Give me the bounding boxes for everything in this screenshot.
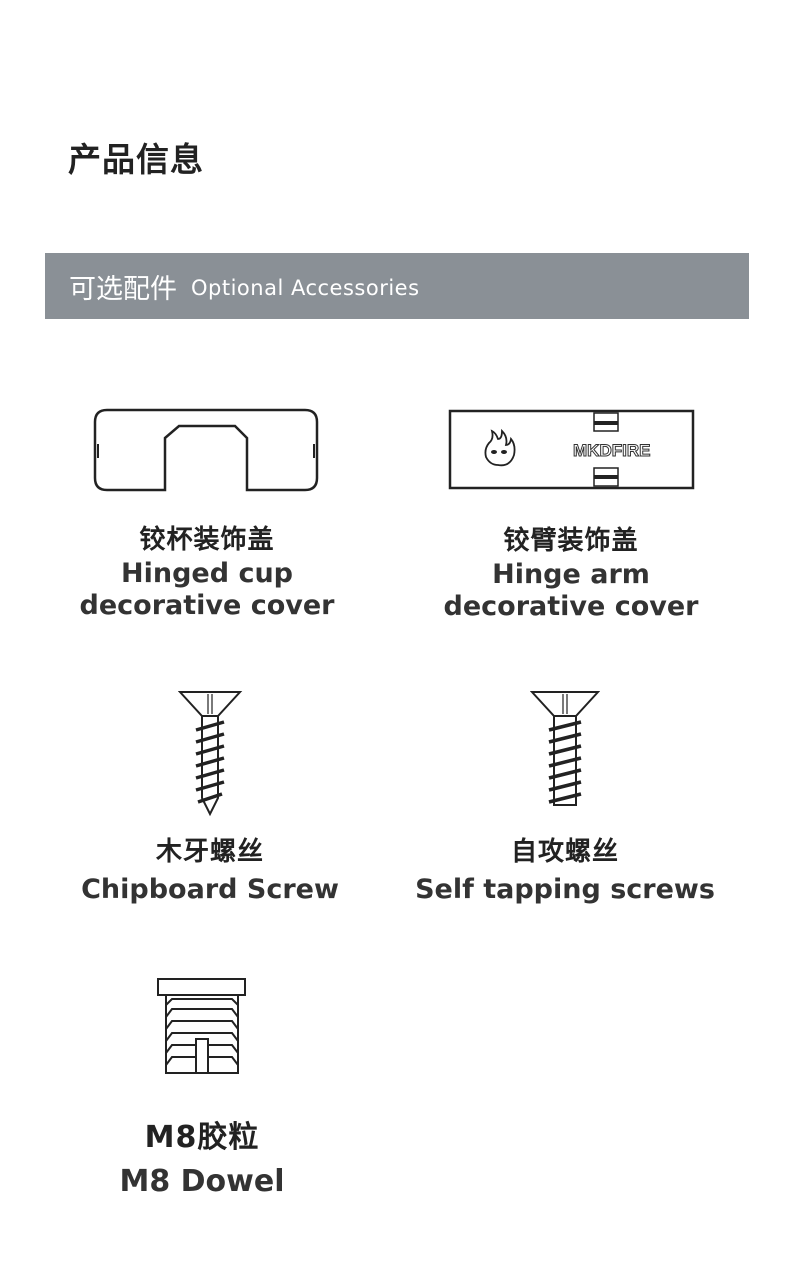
item-name-cn: 铰臂装饰盖 bbox=[503, 526, 639, 556]
item-name-en-2: decorative cover bbox=[79, 590, 335, 621]
brand-logo-text: MKDFIRE bbox=[573, 441, 650, 460]
item-name-cn: 自攻螺丝 bbox=[510, 837, 619, 867]
item-name-cn: 木牙螺丝 bbox=[155, 837, 264, 867]
item-name-cn: 铰杯装饰盖 bbox=[139, 525, 275, 555]
item-name-en-2: decorative cover bbox=[443, 591, 699, 622]
item-name-en: Hinged cup bbox=[121, 558, 293, 589]
accessory-self-tapping-screw: 自攻螺丝 Self tapping screws bbox=[375, 834, 755, 906]
page-title: 产品信息 bbox=[68, 140, 204, 179]
accessory-m8-dowel: M8胶粒 M8 Dowel bbox=[12, 1118, 392, 1198]
item-name-cn: M8胶粒 bbox=[144, 1120, 260, 1155]
item-name-en: Self tapping screws bbox=[415, 874, 715, 905]
accessory-chipboard-screw: 木牙螺丝 Chipboard Screw bbox=[20, 834, 400, 906]
item-name-en: Chipboard Screw bbox=[81, 874, 339, 905]
section-header: 可选配件 Optional Accessories bbox=[45, 253, 749, 319]
chipboard-screw-icon bbox=[178, 691, 243, 817]
accessory-hinged-cup-cover: 铰杯装饰盖 Hinged cup decorative cover bbox=[17, 522, 397, 622]
hinge-arm-cover-icon: MKDFIRE bbox=[448, 409, 695, 490]
self-tapping-screw-icon bbox=[530, 691, 600, 806]
item-name-en: Hinge arm bbox=[492, 559, 650, 590]
item-name-en: M8 Dowel bbox=[119, 1164, 285, 1199]
section-title-cn: 可选配件 bbox=[69, 273, 177, 305]
dowel-icon bbox=[157, 978, 246, 1074]
hinged-cup-cover-icon bbox=[93, 408, 319, 492]
accessory-hinge-arm-cover: 铰臂装饰盖 Hinge arm decorative cover bbox=[381, 523, 761, 623]
section-title-en: Optional Accessories bbox=[191, 275, 420, 300]
